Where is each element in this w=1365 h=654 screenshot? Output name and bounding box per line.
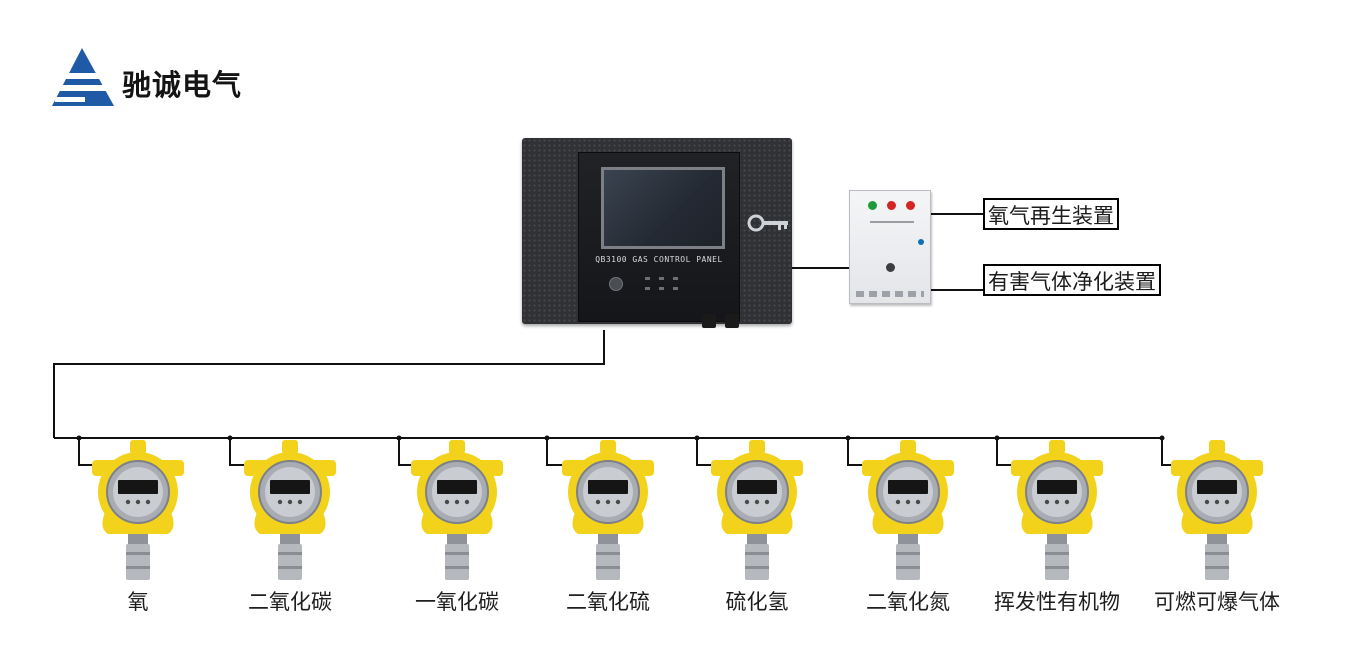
gas-detector xyxy=(409,440,505,582)
sensor-drop-wire xyxy=(229,438,246,466)
key-icon xyxy=(747,214,788,232)
sensor-drop-wires xyxy=(76,435,1173,466)
gas-detector-icon xyxy=(1011,440,1103,580)
gas-detector-icon xyxy=(862,440,954,580)
red-indicator-icon xyxy=(906,201,915,210)
gas-label: 二氧化硫 xyxy=(566,590,650,614)
gas-detector-icon xyxy=(244,440,336,580)
gas-label: 氧 xyxy=(127,590,149,614)
gas-label: 挥发性有机物 xyxy=(994,590,1120,614)
sensor-drop-wire xyxy=(1161,438,1173,466)
panel-cable-gland xyxy=(725,314,739,328)
bus-junction-dot xyxy=(227,435,233,441)
gas-detector-icon xyxy=(1171,440,1263,580)
box-nameplate xyxy=(870,221,914,223)
selector-knob-icon xyxy=(886,263,895,272)
gas-detector-icon xyxy=(711,440,803,580)
gas-detector-icon xyxy=(411,440,503,580)
gas-label: 二氧化氮 xyxy=(866,590,950,614)
gas-label: 二氧化碳 xyxy=(248,590,332,614)
bus-junction-dot xyxy=(396,435,402,441)
sensor-drop-wire xyxy=(546,438,564,466)
brand-name: 驰诚电气 xyxy=(122,68,243,102)
sensor-drop-wire xyxy=(996,438,1013,466)
gas-detector xyxy=(860,440,956,582)
bus-junction-dot xyxy=(1159,435,1165,441)
gas-detector xyxy=(560,440,656,582)
gas-detector xyxy=(242,440,338,582)
panel-cable-gland xyxy=(702,314,716,328)
gas-detector xyxy=(1009,440,1105,582)
gas-control-panel: QB3100 GAS CONTROL PANEL xyxy=(522,138,792,333)
sensor-drop-wire xyxy=(398,438,413,466)
brand-logo: 驰诚电气 xyxy=(52,46,292,110)
triangle-logo-icon xyxy=(52,48,114,106)
panel-indicator-leds xyxy=(645,277,735,307)
sensor-drop-wire xyxy=(78,438,94,466)
gas-detector xyxy=(709,440,805,582)
blue-indicator-icon xyxy=(918,239,924,245)
gas-detector-icon xyxy=(92,440,184,580)
panel-model-text: QB3100 GAS CONTROL PANEL xyxy=(595,255,723,264)
bus-junction-dot xyxy=(544,435,550,441)
bus-junction-dot xyxy=(76,435,82,441)
gas-label: 一氧化碳 xyxy=(415,590,499,614)
gas-label: 硫化氢 xyxy=(725,590,789,614)
green-indicator-icon xyxy=(868,201,877,210)
sensor-drop-wire xyxy=(696,438,713,466)
gas-label: 可燃可爆气体 xyxy=(1154,590,1280,614)
gas-detector-icon xyxy=(562,440,654,580)
gas-detector xyxy=(90,440,186,582)
bus-junction-dot xyxy=(845,435,851,441)
linkage-control-box xyxy=(849,190,931,304)
panel-touchscreen xyxy=(601,167,725,249)
sensor-drop-wire xyxy=(847,438,864,466)
panel-power-icon xyxy=(609,277,623,291)
gas-detector xyxy=(1169,440,1265,582)
bus-junction-dot xyxy=(694,435,700,441)
output-label-harmful-gas-purifier: 有害气体净化装置 xyxy=(983,264,1161,296)
bus-junction-dot xyxy=(994,435,1000,441)
panel-to-bus-wire xyxy=(53,330,605,438)
panel-front: QB3100 GAS CONTROL PANEL xyxy=(578,152,740,322)
output-label-o2-regenerator: 氧气再生装置 xyxy=(983,198,1119,230)
box-cable-glands xyxy=(856,291,924,297)
red-indicator-icon xyxy=(887,201,896,210)
